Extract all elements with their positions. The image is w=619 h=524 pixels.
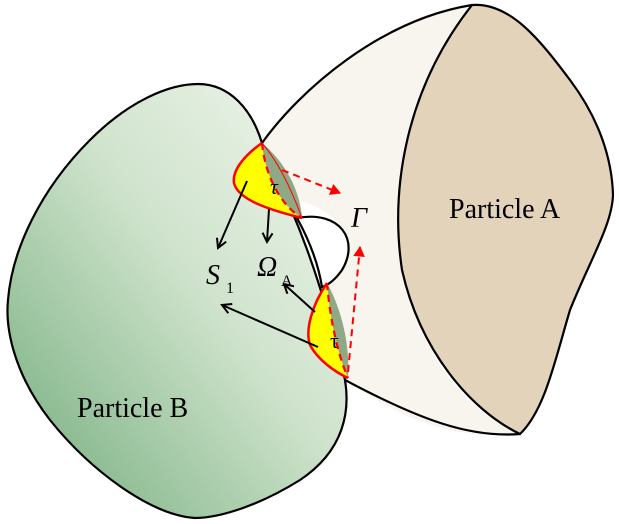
upper-contact-region <box>232 141 303 220</box>
gamma-symbol: Γ <box>350 203 368 234</box>
particle-a-outline-bottom <box>344 379 521 436</box>
black-arrows <box>218 180 319 348</box>
particle-a-outline-top <box>261 3 473 144</box>
s1-main: S <box>206 260 220 291</box>
omega-sub: A <box>281 273 293 290</box>
arrow-to-s1-upper <box>218 180 248 248</box>
particle-a-label: Particle A <box>449 194 561 225</box>
tau-label-lower: τ <box>330 328 339 353</box>
dashed-arrow-lower <box>347 245 365 373</box>
particle-a <box>261 3 615 436</box>
arrow-to-omega-lower <box>284 284 316 313</box>
s1-sub: 1 <box>226 280 234 297</box>
omega-main: Ω <box>257 252 277 283</box>
particle-a-body <box>262 4 520 436</box>
dashed-arrow-upper <box>281 169 341 195</box>
contact-gap <box>295 215 350 289</box>
particle-a-face <box>397 3 615 436</box>
particle-b-label: Particle B <box>77 393 188 424</box>
lower-contact-region <box>307 282 350 380</box>
omega-symbol: Ω A <box>257 252 293 290</box>
arrow-to-omega-upper <box>267 208 269 242</box>
s1-symbol: S 1 <box>206 260 234 297</box>
red-dashed-arrows <box>281 169 365 373</box>
arrow-to-s1-lower <box>222 305 319 348</box>
tau-label-upper: τ <box>270 174 279 199</box>
